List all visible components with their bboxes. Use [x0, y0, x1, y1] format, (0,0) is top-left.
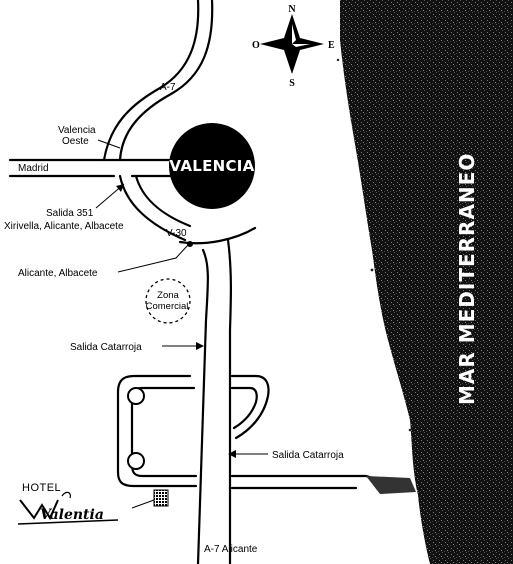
valencia-oeste-leader — [97, 139, 121, 149]
compass-south: S — [289, 78, 295, 89]
compass-east: E — [328, 40, 335, 51]
valencia-city-marker — [169, 123, 255, 209]
junction-marker — [187, 241, 193, 247]
catarroja-loop-right — [230, 374, 270, 440]
loop-node-bottom — [127, 452, 145, 470]
valencia-city-label: VALENCIA — [169, 157, 254, 175]
sea-area — [340, 0, 513, 564]
hotel-logo-icon — [19, 499, 59, 521]
v30-label: V-30 — [166, 228, 187, 239]
coast-speckles — [336, 28, 412, 432]
compass-north: N — [288, 4, 296, 15]
salida-351-label-2: Xirivella, Alicante, Albacete — [4, 221, 124, 232]
loop-node-top — [127, 387, 145, 405]
compass-rose: N S E O — [252, 4, 335, 89]
v30-ring-inner — [134, 174, 192, 228]
road-network — [8, 0, 382, 564]
catarroja-loop-right-inner — [230, 386, 258, 430]
a7-north-road — [102, 0, 200, 162]
valencia-oeste-label-1: Valencia — [58, 125, 96, 136]
valencia-oeste-label-2: Oeste — [62, 136, 89, 147]
hotel-logo — [17, 491, 119, 525]
a7-alicante-label: A-7 Alicante — [204, 544, 258, 555]
a7-south-left — [196, 248, 209, 564]
alicante-albacete-leader — [117, 244, 189, 273]
zona-label-2: Comercial — [146, 301, 189, 312]
salida-catarroja-right-label: Salida Catarroja — [272, 450, 344, 461]
zona-label-1: Zona — [157, 290, 179, 301]
salida-catarroja-left-label: Salida Catarroja — [70, 342, 142, 353]
a7-north-label: A-7 — [160, 82, 176, 93]
compass-west: O — [252, 40, 260, 51]
madrid-label: Madrid — [18, 163, 49, 174]
salida-351-arrow — [116, 184, 124, 192]
sea-label: MAR MEDITERRANEO — [455, 153, 479, 405]
salida-catarroja-left-arrow — [196, 342, 204, 350]
a7-north-road-inner — [118, 0, 214, 162]
a7-south-right — [226, 238, 232, 564]
zona-comercial-area — [145, 278, 191, 324]
salida-351-label-1: Salida 351 — [46, 208, 94, 219]
salida-catarroja-right-arrow — [228, 450, 236, 458]
coast-road-top — [230, 474, 382, 482]
hotel-label: HOTEL — [22, 482, 61, 494]
hotel-brand: Valentia — [40, 507, 104, 523]
catarroja-loop-left — [116, 374, 198, 488]
hotel-leader — [131, 499, 155, 509]
v30-curve — [178, 226, 257, 245]
hotel-location-marker — [153, 489, 169, 507]
coastal-inlet — [366, 476, 416, 494]
alicante-albacete-label: Alicante, Albacete — [18, 268, 98, 279]
